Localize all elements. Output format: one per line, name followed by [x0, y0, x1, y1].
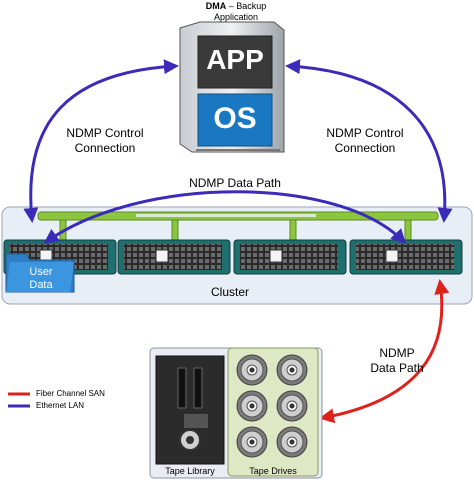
dma-title-rest: – Backup — [226, 1, 267, 11]
storage-node-4 — [349, 239, 463, 275]
dma-title-line2: Application — [213, 12, 259, 22]
control-connection-left-label: NDMP Control Connection — [50, 126, 160, 156]
dma-title-bold: DMA — [205, 1, 227, 11]
ndmp-control-arrow-right — [285, 59, 453, 223]
user-data-label: User Data — [14, 266, 68, 292]
tape-reel-icon — [236, 354, 268, 386]
cluster-label: Cluster — [210, 285, 249, 299]
user-data-folder-icon — [5, 253, 75, 293]
storage-node-3 — [233, 239, 347, 275]
data-path-right-line1: NDMP — [379, 346, 415, 360]
legend-fiber-label: Fiber Channel SAN — [36, 389, 105, 398]
data-path-top-label: NDMP Data Path — [189, 176, 281, 190]
ndmp-control-arrow-left — [23, 59, 179, 223]
control-right-line1: NDMP Control — [326, 126, 404, 140]
tape-drives — [227, 347, 319, 477]
tape-reel-icon — [276, 426, 308, 458]
legend-ethernet-label: Ethernet LAN — [36, 401, 85, 410]
dma-title: DMA – Backup Application — [186, 1, 286, 23]
control-right-line2: Connection — [334, 141, 396, 155]
control-left-line1: NDMP Control — [66, 126, 144, 140]
tape-reel-icon — [276, 390, 308, 422]
tape-library-label: Tape Library — [165, 466, 215, 476]
ndmp-data-path-arc — [43, 190, 407, 245]
data-path-right-line2: Data Path — [370, 361, 424, 375]
user-data-line2: Data — [29, 279, 53, 291]
app-label: APP — [206, 44, 264, 75]
control-left-line2: Connection — [74, 141, 136, 155]
os-label: OS — [213, 102, 257, 135]
tape-reel-icon — [276, 354, 308, 386]
app-panel — [197, 35, 273, 89]
tape-reel-icon — [236, 390, 268, 422]
tape-drives-label: Tape Drives — [249, 466, 297, 476]
control-connection-right-label: NDMP Control Connection — [310, 126, 420, 156]
tape-reel-icon — [236, 426, 268, 458]
ndmp-data-path-fiber-arrow — [319, 279, 450, 424]
data-path-right-label: NDMP Data Path — [362, 346, 432, 376]
dma-server — [179, 21, 285, 153]
storage-node-2 — [117, 239, 231, 275]
os-panel — [197, 93, 273, 147]
user-data-line1: User — [29, 266, 53, 278]
